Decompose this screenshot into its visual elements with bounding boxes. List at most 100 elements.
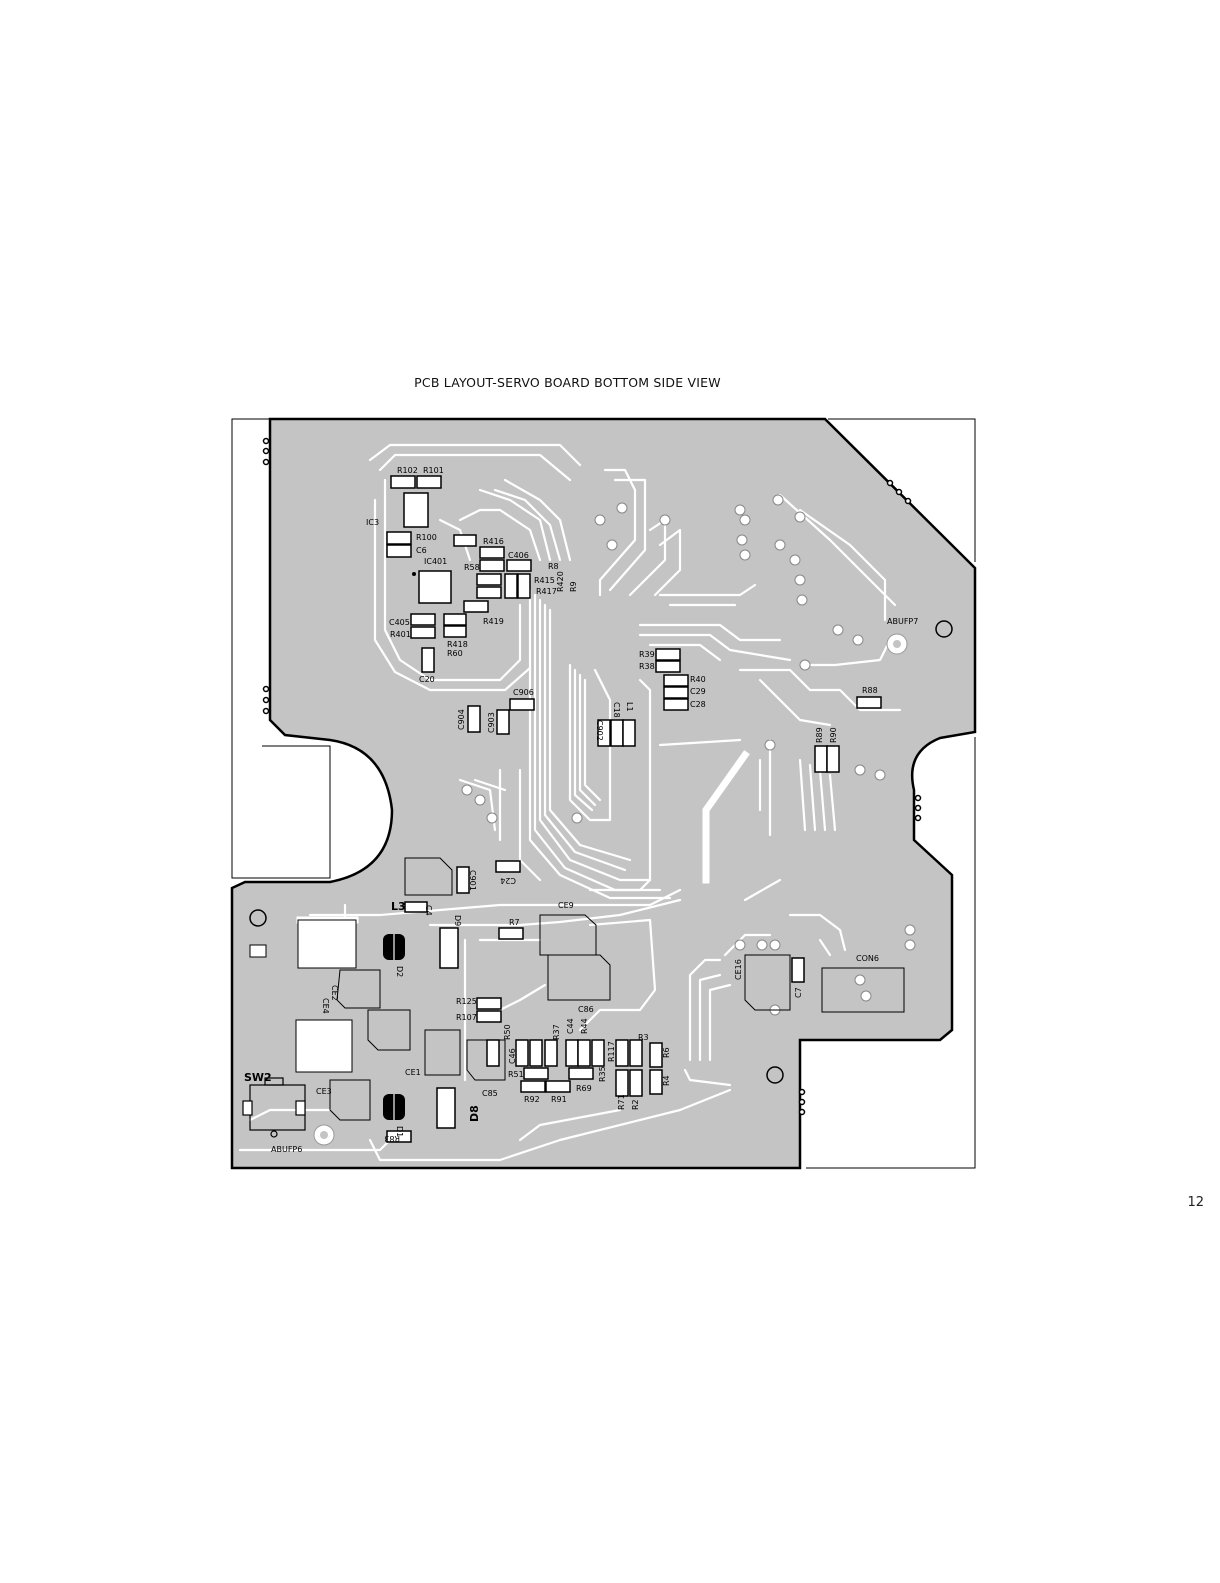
label-ABUFP6: ABUFP6 (271, 1145, 302, 1154)
label-D1: D1 (395, 1126, 404, 1137)
label-SW2: SW2 (244, 1071, 272, 1084)
ic3-body (403, 492, 429, 528)
label-C902: C902 (595, 720, 604, 741)
left-frame (231, 418, 331, 879)
label-R401: R401 (390, 630, 411, 639)
label-C29: C29 (690, 687, 706, 696)
label-R35: R35 (598, 1066, 607, 1082)
page-title: PCB LAYOUT-SERVO BOARD BOTTOM SIDE VIEW (414, 375, 721, 390)
label-R60: R60 (447, 649, 463, 658)
right-upper-frame (828, 418, 976, 562)
label-R92: R92 (524, 1095, 540, 1104)
label-IC3: IC3 (366, 518, 379, 527)
label-C24: C24 (500, 876, 516, 885)
label-R38: R38 (639, 662, 655, 671)
label-R9: R9 (569, 581, 578, 592)
label-CE1: CE1 (405, 1068, 421, 1077)
label-D8: D8 (468, 1105, 481, 1122)
right-lower-frame (806, 737, 976, 1169)
label-C903: C903 (487, 712, 496, 733)
label-R51: R51 (508, 1070, 524, 1079)
label-L3: L3 (391, 900, 406, 913)
label-CE2: CE2 (330, 985, 339, 1001)
label-C406: C406 (508, 551, 529, 560)
label-R40: R40 (690, 675, 706, 684)
label-R8: R8 (548, 562, 559, 571)
copper-blocks (295, 919, 905, 1073)
label-R100: R100 (416, 533, 437, 542)
pad-icon (249, 944, 267, 958)
label-C20: C20 (419, 675, 435, 684)
hole-icon (766, 1066, 784, 1084)
label-R90: R90 (829, 727, 838, 743)
label-C85: C85 (482, 1089, 498, 1098)
label-R39: R39 (639, 650, 655, 659)
electrolytic-caps (329, 857, 791, 1121)
label-CE9: CE9 (558, 901, 574, 910)
label-R88: R88 (862, 686, 878, 695)
label-R418: R418 (447, 640, 468, 649)
ic401-body (418, 570, 452, 604)
label-R416: R416 (483, 537, 504, 546)
hole-icon (320, 1131, 328, 1139)
label-R6: R6 (662, 1047, 671, 1058)
label-C18: C18 (612, 702, 621, 718)
label-R107: R107 (456, 1013, 477, 1022)
label-R417: R417 (536, 587, 557, 596)
label-R420: R420 (556, 571, 565, 592)
label-D2: D2 (395, 966, 404, 977)
label-L1: L1 (625, 702, 634, 712)
label-C405: C405 (389, 618, 410, 627)
label-CON6: CON6 (856, 954, 879, 963)
label-R58: R58 (464, 563, 480, 572)
label-C46: C46 (508, 1048, 517, 1064)
label-R83: R83 (384, 1134, 400, 1143)
label-C901: C901 (468, 870, 477, 891)
label-CE16: CE16 (734, 959, 743, 980)
label-R91: R91 (551, 1095, 567, 1104)
component-labels: R102 R101 IC3 R100 C6 IC401 R416 C406 R5… (244, 466, 918, 1154)
label-R419: R419 (483, 617, 504, 626)
label-R102: R102 (397, 466, 418, 475)
label-ABUFP7: ABUFP7 (887, 617, 918, 626)
label-R415: R415 (534, 576, 555, 585)
label-R3: R3 (638, 1033, 649, 1042)
hole-icon (893, 640, 901, 648)
label-R2: R2 (631, 1099, 640, 1110)
mounting-holes (249, 620, 953, 1146)
label-R44: R44 (580, 1018, 589, 1034)
hole-icon (935, 620, 953, 638)
label-C6: C6 (416, 546, 427, 555)
vias (461, 494, 916, 1016)
label-R89: R89 (815, 727, 824, 743)
ic401-pin1-icon (412, 572, 416, 576)
sw2-switch (242, 1077, 306, 1138)
label-R71: R71 (617, 1094, 626, 1110)
label-R69: R69 (576, 1084, 592, 1093)
hole-icon (249, 909, 267, 927)
traces (238, 443, 902, 1162)
label-C906: C906 (513, 688, 534, 697)
smd-footprints (386, 475, 882, 1143)
label-R101: R101 (423, 466, 444, 475)
label-R7: R7 (509, 918, 520, 927)
edge-vias (262, 437, 922, 1116)
label-R117: R117 (607, 1041, 616, 1062)
label-CE4: CE4 (321, 998, 330, 1014)
label-C28: C28 (690, 700, 706, 709)
label-R125: R125 (456, 997, 477, 1006)
label-IC401: IC401 (424, 557, 447, 566)
ic-bodies (403, 492, 452, 604)
label-C7: C7 (794, 987, 803, 998)
board-outline (230, 417, 977, 1170)
label-D9: D9 (453, 915, 462, 926)
label-R37: R37 (552, 1024, 561, 1040)
page-number: 12 (1187, 1195, 1204, 1210)
label-CE3: CE3 (316, 1087, 332, 1096)
label-C904: C904 (457, 709, 466, 730)
label-C86: C86 (578, 1005, 594, 1014)
label-C44: C44 (566, 1018, 575, 1034)
label-C4: C4 (424, 905, 433, 916)
label-R50: R50 (503, 1024, 512, 1040)
